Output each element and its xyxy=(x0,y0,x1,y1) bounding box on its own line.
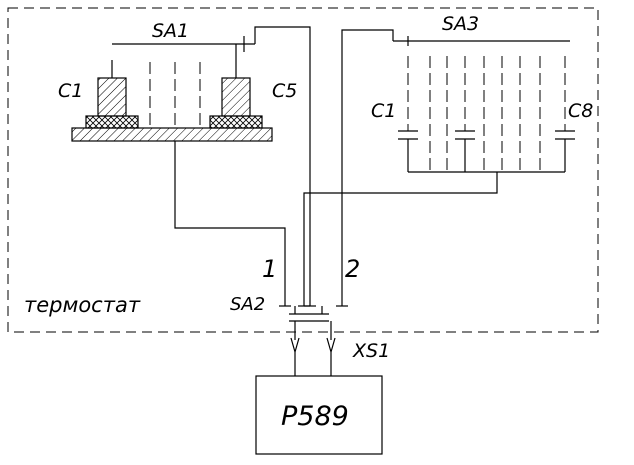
label-sa3: SA3 xyxy=(442,13,479,35)
capacitor-return-wire xyxy=(303,172,498,306)
label-sa2: SA2 xyxy=(230,294,265,315)
label-c1-right: C1 xyxy=(371,100,396,122)
switch-sa3 xyxy=(336,29,570,307)
capacitor-c4 xyxy=(455,56,475,172)
capacitor-c8 xyxy=(555,56,575,172)
label-c5: C5 xyxy=(272,80,297,102)
sensor-c5 xyxy=(209,44,263,129)
label-wire-1: 1 xyxy=(262,255,277,283)
plug-xs1 xyxy=(290,321,336,376)
switch-sa1 xyxy=(112,26,316,307)
device-box xyxy=(255,375,383,455)
thermostat-enclosure xyxy=(7,7,599,333)
label-thermostat: термостат xyxy=(24,293,141,317)
label-xs1: XS1 xyxy=(352,340,390,362)
label-c8: C8 xyxy=(568,100,593,122)
wire-1 xyxy=(174,141,286,306)
label-wire-2: 2 xyxy=(345,255,360,283)
sensor-c1-left xyxy=(85,60,139,129)
switch-sa2 xyxy=(289,306,329,322)
label-sa1: SA1 xyxy=(152,20,189,42)
label-c1-left: C1 xyxy=(58,80,83,102)
label-device: P589 xyxy=(281,401,349,432)
capacitor-c1 xyxy=(398,56,418,172)
base-plate xyxy=(71,127,273,142)
